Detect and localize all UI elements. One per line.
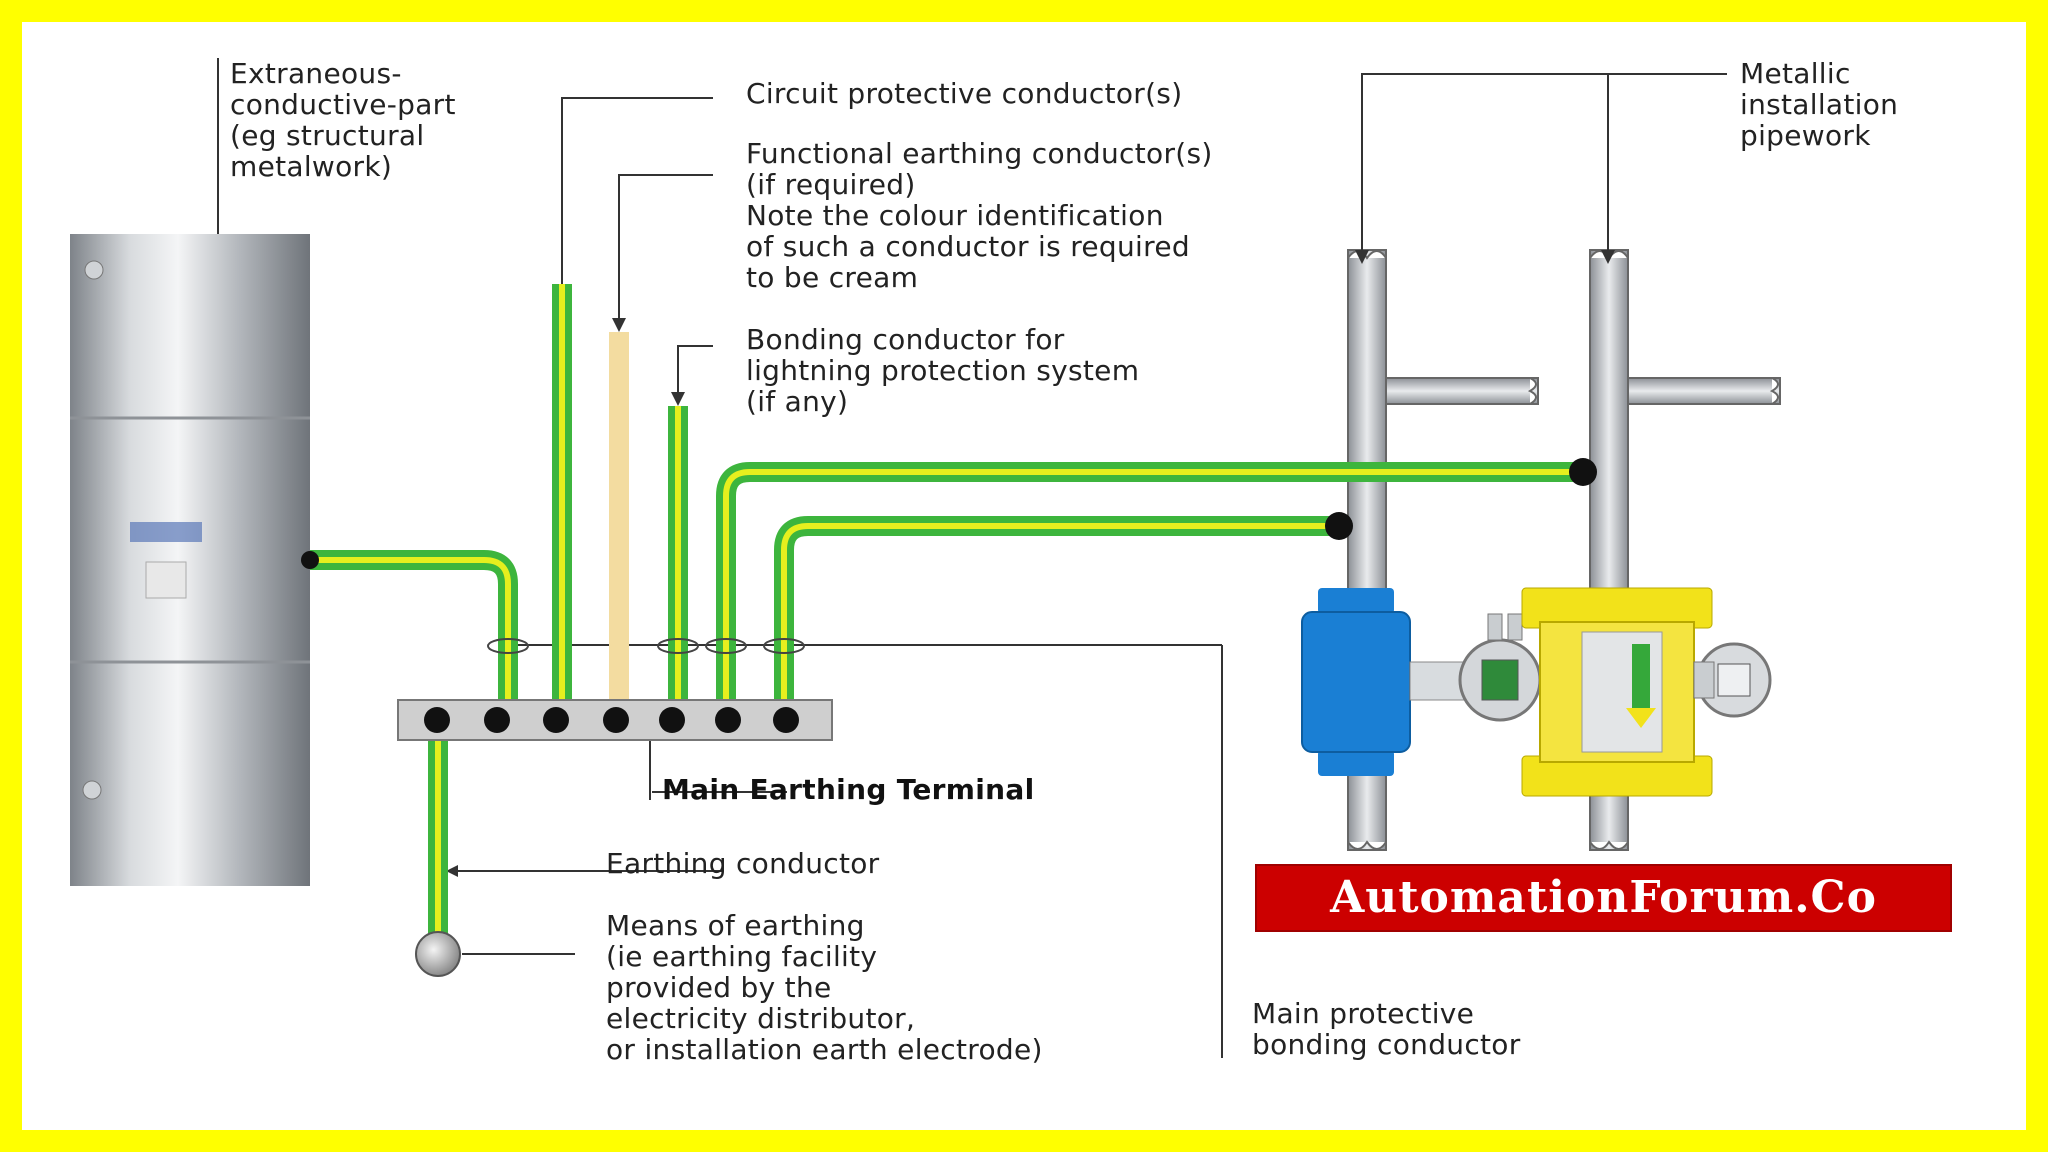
yellow-flow-meter bbox=[1521, 587, 1772, 797]
label-means-of-earthing: Means of earthing (ie earthing facility … bbox=[606, 909, 1043, 1066]
main-earthing-terminal bbox=[397, 699, 833, 741]
label-main-protective-bonding-conductor: Main protective bonding conductor bbox=[1252, 997, 1521, 1061]
blue-flow-meter bbox=[1301, 588, 1542, 776]
label-earthing-conductor: Earthing conductor bbox=[606, 847, 880, 880]
bond-clamps bbox=[301, 458, 1597, 569]
label-extraneous-conductive-part: Extraneous- conductive-part (eg structur… bbox=[230, 57, 456, 183]
brand-banner: AutomationForum.Co bbox=[1255, 864, 1952, 932]
earth-electrode bbox=[415, 931, 461, 977]
storage-tank bbox=[70, 234, 310, 886]
label-functional-earthing-conductor: Functional earthing conductor(s) (if req… bbox=[746, 137, 1213, 294]
label-metallic-installation-pipework: Metallic installation pipework bbox=[1740, 57, 1899, 152]
earthing-diagram bbox=[70, 58, 1781, 1058]
conductor-sleeves bbox=[487, 638, 805, 654]
conductors bbox=[310, 284, 1583, 942]
label-main-earthing-terminal: Main Earthing Terminal bbox=[662, 773, 1035, 806]
label-lightning-bonding-conductor: Bonding conductor for lightning protecti… bbox=[746, 323, 1140, 418]
diagram-frame: Extraneous- conductive-part (eg structur… bbox=[22, 22, 2026, 1130]
label-circuit-protective-conductor: Circuit protective conductor(s) bbox=[746, 77, 1183, 110]
